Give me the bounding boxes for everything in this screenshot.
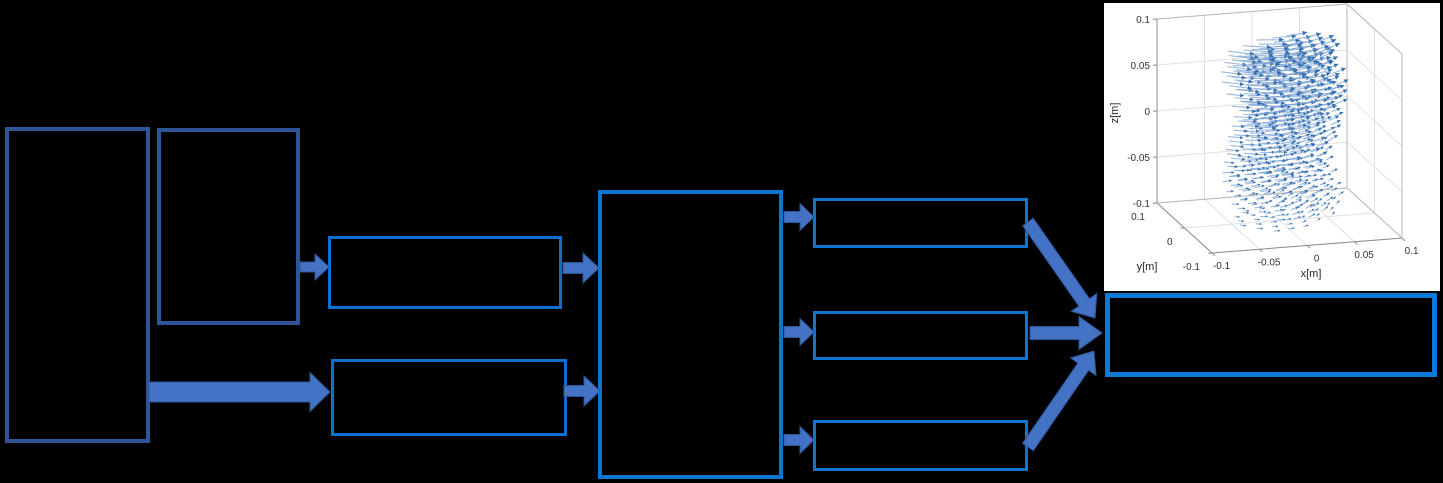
tick-label: 0.1 — [1131, 212, 1145, 223]
arrow-output-1-to-result — [1022, 217, 1098, 319]
mid-top-box — [328, 236, 562, 309]
output-box-3 — [813, 420, 1028, 471]
source-tall-box — [5, 127, 150, 443]
upper-input-box — [157, 128, 300, 325]
quiver-plot-panel: -0.1 -0.05 0 0.05 0.1 -0.1 0 0.1 -0.1 -0.05 0 0.05 0… — [1104, 3, 1440, 291]
arrow-mid-top-to-central — [562, 251, 600, 285]
result-box — [1105, 293, 1437, 377]
mid-bottom-box — [331, 359, 567, 436]
tick-label: 0.1 — [1136, 15, 1150, 26]
arrow-central-to-output-1 — [783, 202, 815, 232]
arrow-central-to-output-3 — [783, 425, 815, 455]
tick-label: -0.05 — [1127, 153, 1150, 164]
x-axis-label: x[m] — [1301, 268, 1322, 280]
tick-label: 0 — [1144, 107, 1150, 118]
arrow-source-to-mid-bottom — [148, 371, 331, 413]
z-axis-label: z[m] — [1109, 103, 1121, 124]
y-axis-label: y[m] — [1137, 261, 1158, 273]
tick-label: -0.1 — [1133, 199, 1151, 210]
arrow-mid-bottom-to-central — [563, 374, 601, 408]
tick-label: -0.05 — [1258, 257, 1281, 268]
tick-label: 0.05 — [1131, 61, 1151, 72]
central-process-box — [598, 190, 783, 479]
arrow-output-3-to-result — [1021, 350, 1097, 452]
arrow-upper-input-to-mid-top — [299, 252, 330, 282]
tick-label: -0.1 — [1183, 262, 1201, 273]
tick-label: 0.1 — [1405, 246, 1419, 257]
tick-label: 0 — [1314, 254, 1320, 265]
chart-axes-layer — [1156, 3, 1403, 254]
tick-label: -0.1 — [1213, 261, 1231, 272]
quiver-3d-chart: -0.1 -0.05 0 0.05 0.1 -0.1 0 0.1 -0.1 -0.05 0 0.05 0… — [1109, 3, 1419, 280]
arrow-central-to-output-2 — [783, 317, 815, 347]
output-box-1 — [813, 198, 1028, 248]
output-box-2 — [813, 311, 1028, 360]
tick-label: 0 — [1167, 237, 1173, 248]
chart-ticks-layer: -0.1 -0.05 0 0.05 0.1 -0.1 0 0.1 -0.1 -0.05 0 0.05 0… — [1127, 15, 1419, 273]
tick-label: 0.05 — [1354, 250, 1374, 261]
quiver-arrows-layer — [1220, 30, 1349, 232]
arrow-output-2-to-result — [1029, 315, 1103, 351]
